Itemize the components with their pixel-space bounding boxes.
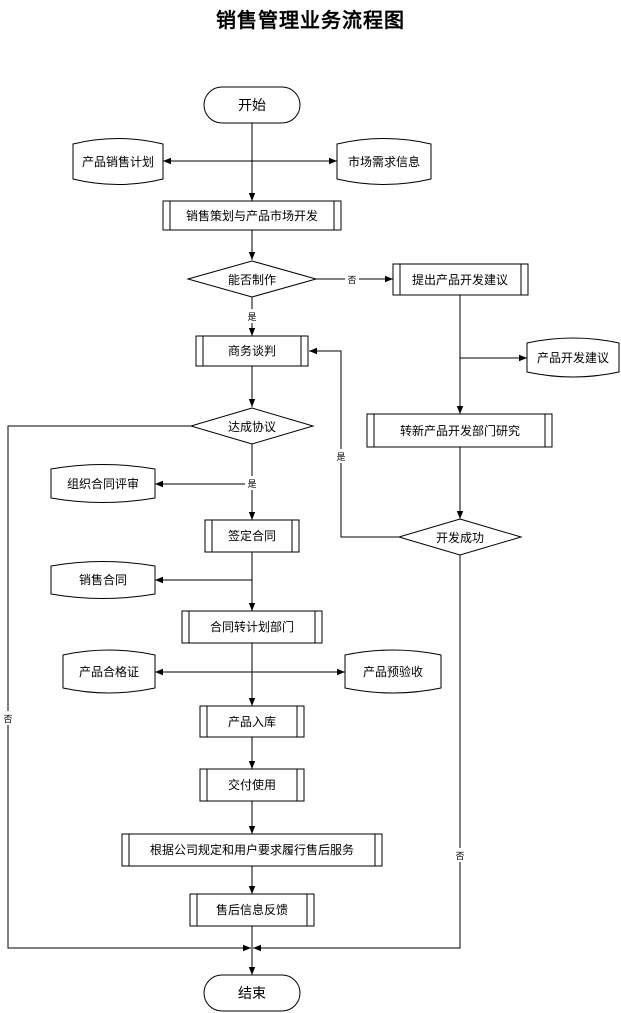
doc-sales-contract: 销售合同 [50,561,156,599]
node-start-label: 开始 [238,98,266,114]
process-warehousing-label: 产品入库 [228,714,276,729]
process-propose-dev-label: 提出产品开发建议 [412,272,508,287]
doc-dev-suggestion-label: 产品开发建议 [537,350,609,365]
process-delivery-label: 交付使用 [228,777,276,792]
process-feedback-label: 售后信息反馈 [216,902,288,917]
process-contract-to-plan: 合同转计划部门 [181,610,323,644]
process-feedback: 售后信息反馈 [189,893,315,927]
process-propose-dev: 提出产品开发建议 [392,263,529,296]
decision-agreement: 达成协议 [189,407,315,445]
node-end: 结束 [203,974,301,1012]
nodes: 开始 产品销售计划 市场需求信息 销售策划与产品市场开发 能否制作 [50,86,620,1012]
process-negotiation-label: 商务谈判 [228,343,276,358]
diagram-title: 销售管理业务流程图 [216,8,405,32]
decision-dev-success: 开发成功 [397,518,523,556]
process-transfer-dev: 转新产品开发部门研究 [366,413,553,448]
decision-agreement-label: 达成协议 [228,419,276,434]
process-sign-contract-label: 签定合同 [228,528,276,543]
process-sign-contract: 签定合同 [204,519,300,553]
process-transfer-dev-label: 转新产品开发部门研究 [400,423,520,438]
doc-certificate-label: 产品合格证 [79,664,139,679]
doc-pre-acceptance-label: 产品预验收 [363,664,423,679]
node-start: 开始 [203,86,301,124]
decision-dev-success-label: 开发成功 [436,530,484,545]
process-contract-to-plan-label: 合同转计划部门 [210,619,294,634]
node-end-label: 结束 [238,986,266,1002]
label-no-propose: 否 [347,275,356,286]
edge-labels: 否 是 是 是 否 否 [1,272,467,862]
label-no-dev-success: 否 [455,851,464,862]
connectors [7,123,527,975]
process-negotiation: 商务谈判 [195,335,309,367]
label-no-agreement: 否 [3,714,12,725]
edge-success-yes-negotiation [309,347,399,538]
label-yes-agreement: 是 [247,479,256,490]
label-yes-dev-success: 是 [336,452,345,463]
decision-can-produce: 能否制作 [186,260,318,298]
label-yes-negotiation: 是 [247,312,256,323]
process-planning-label: 销售策划与产品市场开发 [186,208,318,223]
process-after-sales-service: 根据公司规定和用户要求履行售后服务 [121,833,383,867]
doc-sales-plan: 产品销售计划 [72,138,164,185]
process-planning: 销售策划与产品市场开发 [162,200,342,231]
doc-contract-review: 组织合同评审 [50,464,156,503]
decision-can-produce-label: 能否制作 [228,273,276,287]
doc-sales-contract-label: 销售合同 [79,572,127,587]
edge-agreement-no-end [7,425,251,952]
doc-sales-plan-label: 产品销售计划 [82,154,154,169]
process-warehousing: 产品入库 [199,705,305,738]
doc-market-info-label: 市场需求信息 [348,154,420,169]
doc-certificate: 产品合格证 [62,649,156,694]
doc-contract-review-label: 组织合同评审 [67,476,139,491]
process-delivery: 交付使用 [199,768,305,802]
doc-dev-suggestion: 产品开发建议 [526,337,620,378]
doc-market-info: 市场需求信息 [336,138,432,185]
process-after-sales-service-label: 根据公司规定和用户要求履行售后服务 [150,842,354,857]
edge-success-no-end [253,554,461,952]
doc-pre-acceptance: 产品预验收 [344,649,442,694]
